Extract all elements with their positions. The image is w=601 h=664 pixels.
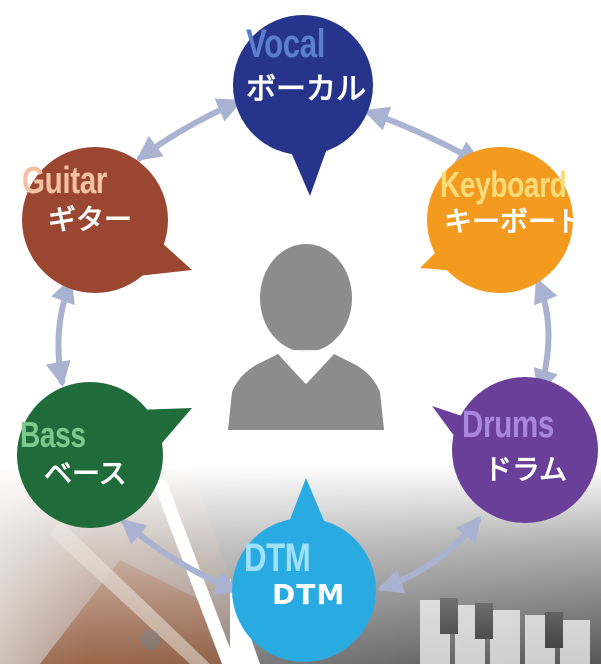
label-guitar-en: Guitar: [22, 160, 107, 202]
label-vocal-en: Vocal: [246, 22, 325, 66]
label-bass-en: Bass: [20, 414, 86, 455]
bubble-keyboard: [420, 147, 573, 293]
arrow-drums-dtm: [377, 516, 482, 594]
bubble-bass: [17, 382, 192, 528]
bubble-vocal: [233, 15, 373, 196]
label-drums-en: Drums: [462, 404, 554, 446]
bubble-drums: [432, 377, 598, 523]
label-keyboard-en: Keyboard: [440, 164, 567, 205]
label-dtm-jp: DTM: [272, 578, 346, 611]
arrow-dtm-bass: [120, 518, 241, 595]
arrow-guitar-bass: [45, 277, 75, 387]
arrow-vocal-guitar: [135, 98, 243, 161]
label-drums-jp: ドラム: [484, 453, 568, 486]
bubble-guitar: [22, 147, 192, 293]
bubble-dtm: [232, 478, 376, 662]
label-bass-jp: ベース: [44, 457, 127, 490]
arrow-keyboard-drums: [533, 277, 558, 395]
label-dtm-en: DTM: [244, 536, 311, 580]
arrow-vocal-keyboard: [363, 106, 483, 165]
label-vocal-jp: ボーカル: [246, 72, 366, 107]
label-keyboard-jp: キーボード: [444, 205, 585, 238]
label-guitar-jp: ギター: [48, 203, 133, 236]
